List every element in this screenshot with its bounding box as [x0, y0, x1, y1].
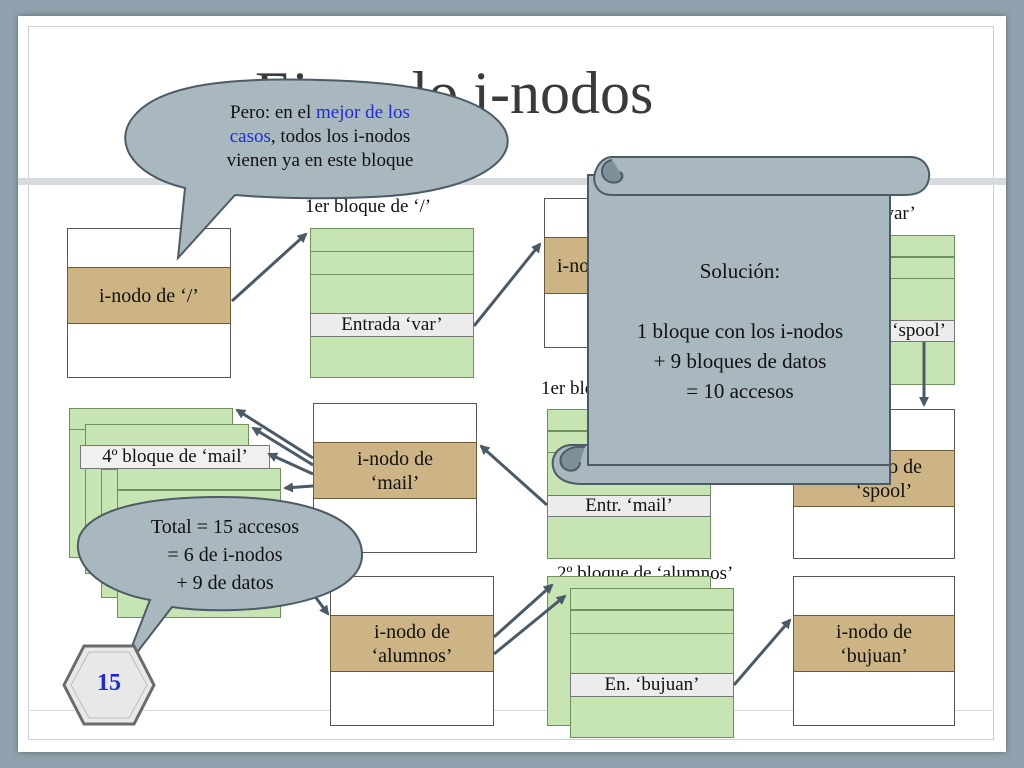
arrow-entrybujuan-to-inodebujuan	[732, 618, 792, 686]
scroll-content: Solución: 1 bloque con los i-nodos + 9 b…	[595, 256, 885, 406]
inode-alumnos-label: i-nodo de ‘alumnos’	[371, 620, 453, 667]
callout-top-highlight: mejor de los	[316, 102, 410, 123]
arrow-inodemail-to-mailblock-1	[235, 408, 314, 460]
arrow-inodealumnos-to-block-2	[493, 594, 567, 656]
block-root-row	[310, 251, 474, 275]
arrow-entryvar-to-inodevar	[472, 242, 542, 327]
alumnos-block-2-row	[570, 588, 734, 610]
block-root-row	[310, 228, 474, 252]
callout-bottom: Total = 15 accesos = 6 de i-nodos + 9 de…	[110, 513, 340, 597]
callout-top-line-1: Pero: en el mejor de los	[175, 101, 465, 125]
scroll-line-1: 1 bloque con los i-nodos	[636, 319, 844, 343]
arrow-inodemail-to-mailblock-3	[267, 452, 314, 476]
callout-bottom-line-3: + 9 de datos	[176, 572, 274, 594]
footer-rule	[28, 710, 994, 711]
inode-alumnos: i-nodo de ‘alumnos’	[330, 615, 494, 672]
page-number: 15	[97, 670, 121, 696]
alumnos-block-2-row	[570, 610, 734, 634]
callout-top-suffix: , todos los i-nodos	[270, 126, 411, 147]
inode-bujuan-label: i-nodo de ‘bujuan’	[835, 620, 913, 667]
arrow-root-to-block	[230, 232, 308, 303]
slide-frame	[28, 26, 994, 740]
scroll-line-3: = 10 accesos	[686, 379, 794, 403]
callout-top: Pero: en el mejor de los casos, todos lo…	[175, 101, 465, 173]
inode-mail-label: i-nodo de ‘mail’	[356, 447, 434, 494]
callout-top-line-2: casos, todos los i-nodos	[175, 125, 465, 149]
arrow-inodemail-to-mailblock-2	[251, 426, 314, 467]
scroll-heading: Solución:	[699, 259, 781, 283]
inode-bujuan: i-nodo de ‘bujuan’	[793, 615, 955, 672]
entry-bujuan: En. ‘bujuan’	[570, 673, 734, 697]
entry-mail: Entr. ‘mail’	[547, 495, 711, 517]
inode-mail: i-nodo de ‘mail’	[313, 442, 477, 499]
title-rule	[18, 178, 1006, 185]
arrow-inodemail-to-mailblock-4	[283, 482, 314, 493]
entry-var: Entrada ‘var’	[310, 313, 474, 337]
arrow-entrymail-to-inodemail	[479, 444, 548, 507]
inode-root: i-nodo de ‘/’	[67, 267, 231, 324]
scroll-line-2: + 9 bloques de datos	[653, 349, 827, 373]
callout-bottom-line-2: = 6 de i-nodos	[167, 544, 283, 566]
callout-top-highlight-2: casos	[229, 126, 271, 147]
callout-top-prefix: Pero: en el	[230, 102, 317, 123]
block-mail-label: 4º bloque de ‘mail’	[80, 445, 270, 469]
callout-top-line-3: vienen ya en este bloque	[226, 150, 414, 171]
block-root-label: 1er bloque de ‘/’	[305, 196, 432, 217]
callout-bottom-line-1: Total = 15 accesos	[150, 516, 300, 538]
arrow-inodealumnos-to-block-1	[492, 583, 554, 639]
